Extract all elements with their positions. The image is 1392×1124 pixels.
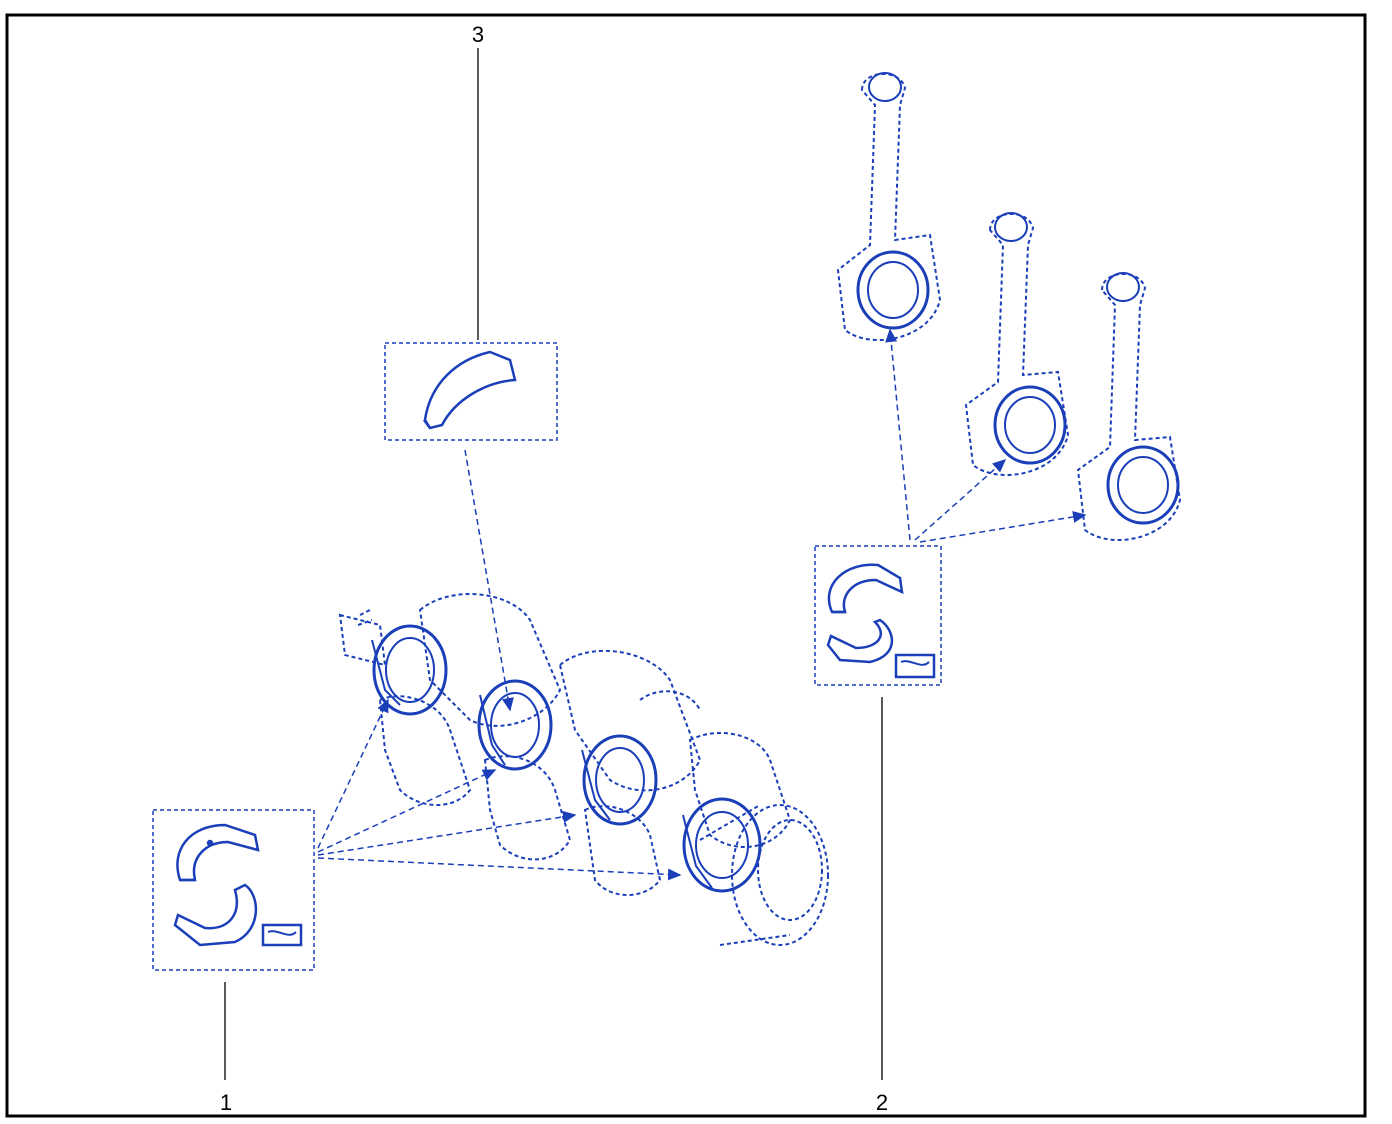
part-box-2 (814, 545, 942, 686)
part-box-1 (152, 809, 315, 971)
callout-3: 3 (472, 22, 484, 47)
crankshaft-icon (338, 593, 829, 946)
connecting-rod-bearing-set-icon (826, 563, 936, 679)
drawing-frame (5, 13, 1367, 1118)
callout-1: 1 (220, 1090, 232, 1115)
pointer-lines (317, 328, 1087, 881)
main-bearing-shell-set-icon (173, 823, 303, 947)
thrust-washer-icon (423, 350, 517, 430)
leader-lines (224, 48, 883, 1080)
connecting-rod-icon (836, 72, 1182, 541)
callout-2: 2 (876, 1090, 888, 1115)
part-box-3 (384, 342, 558, 441)
